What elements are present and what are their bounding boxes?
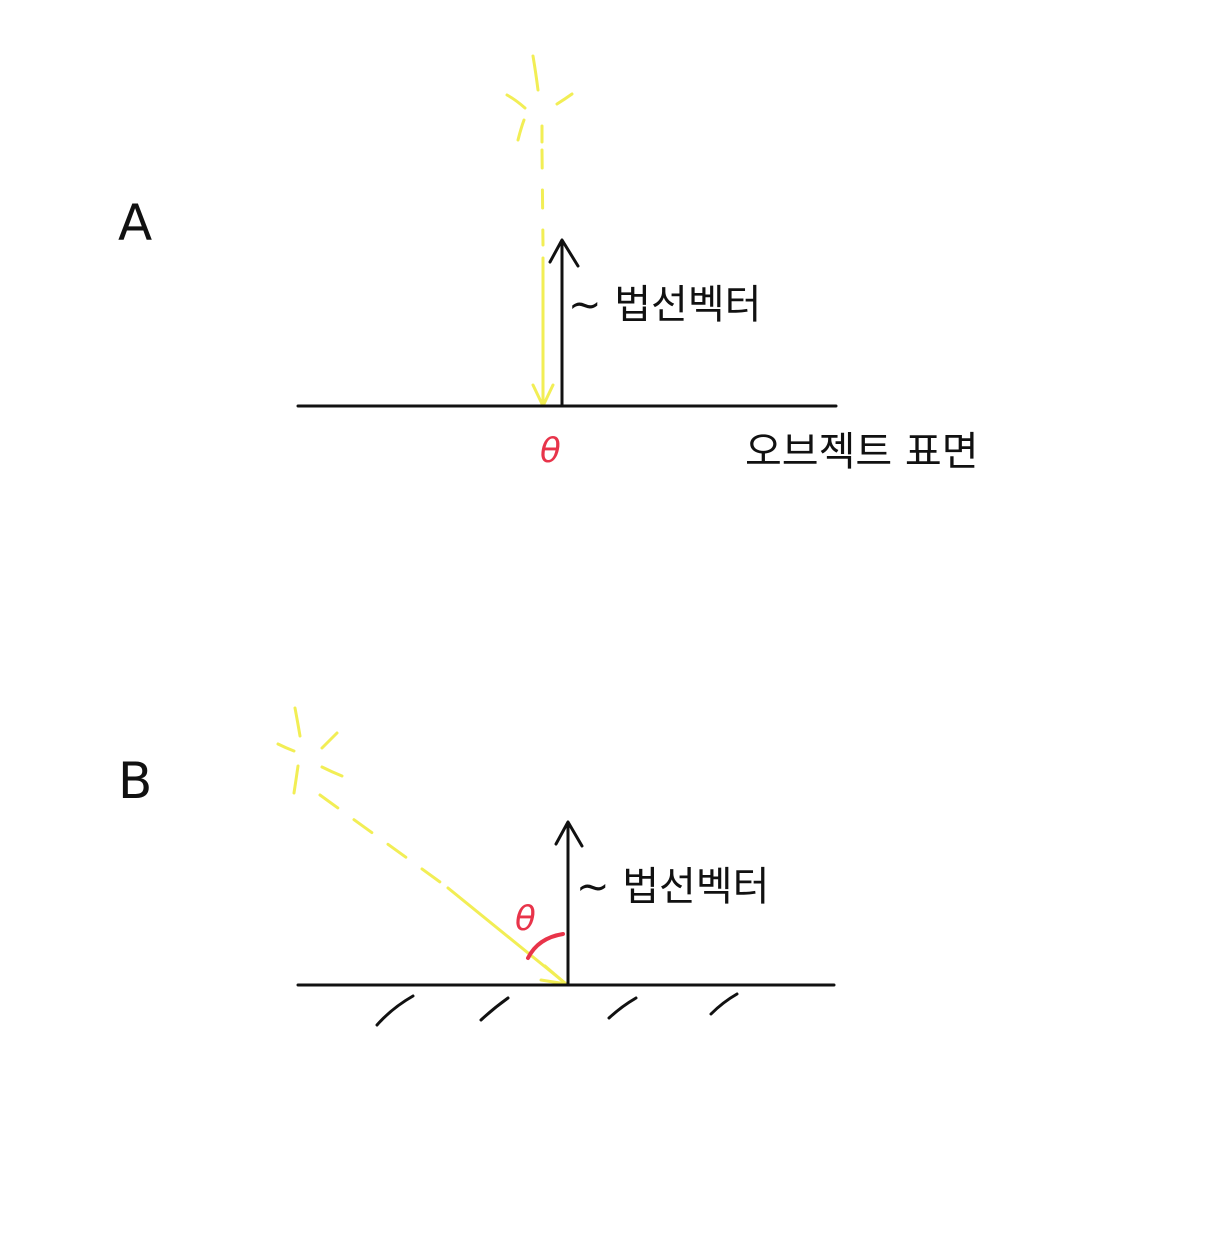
hatch-mark <box>607 996 638 1020</box>
angle-arc-b <box>526 932 565 960</box>
panel-a: A ~ 법선벡터 θ 오브젝트 표면 <box>118 54 979 475</box>
angle-label-a: θ <box>540 431 561 471</box>
hatch-mark <box>479 996 510 1022</box>
sun-b-icon <box>276 706 344 795</box>
normal-label-a: ~ 법선벡터 <box>568 282 761 328</box>
angle-label-b: θ <box>515 899 536 939</box>
normal-label-b: ~ 법선벡터 <box>576 864 769 910</box>
light-ray-a-dashed <box>540 148 545 247</box>
panel-b: B θ ~ 법선벡터 <box>118 706 836 1027</box>
panel-a-label: A <box>118 194 152 252</box>
hatch-mark <box>709 992 739 1016</box>
hatch-mark <box>375 994 415 1027</box>
surface-label: 오브젝트 표면 <box>745 429 979 475</box>
surface-hatching <box>375 992 739 1027</box>
normal-arrowhead-b <box>554 820 584 848</box>
panel-b-label: B <box>118 752 152 810</box>
sun-a-icon <box>505 54 574 144</box>
normal-arrowhead-a <box>548 238 580 268</box>
light-arrowhead-b <box>539 964 568 986</box>
light-ray-b-dashed <box>318 793 442 884</box>
